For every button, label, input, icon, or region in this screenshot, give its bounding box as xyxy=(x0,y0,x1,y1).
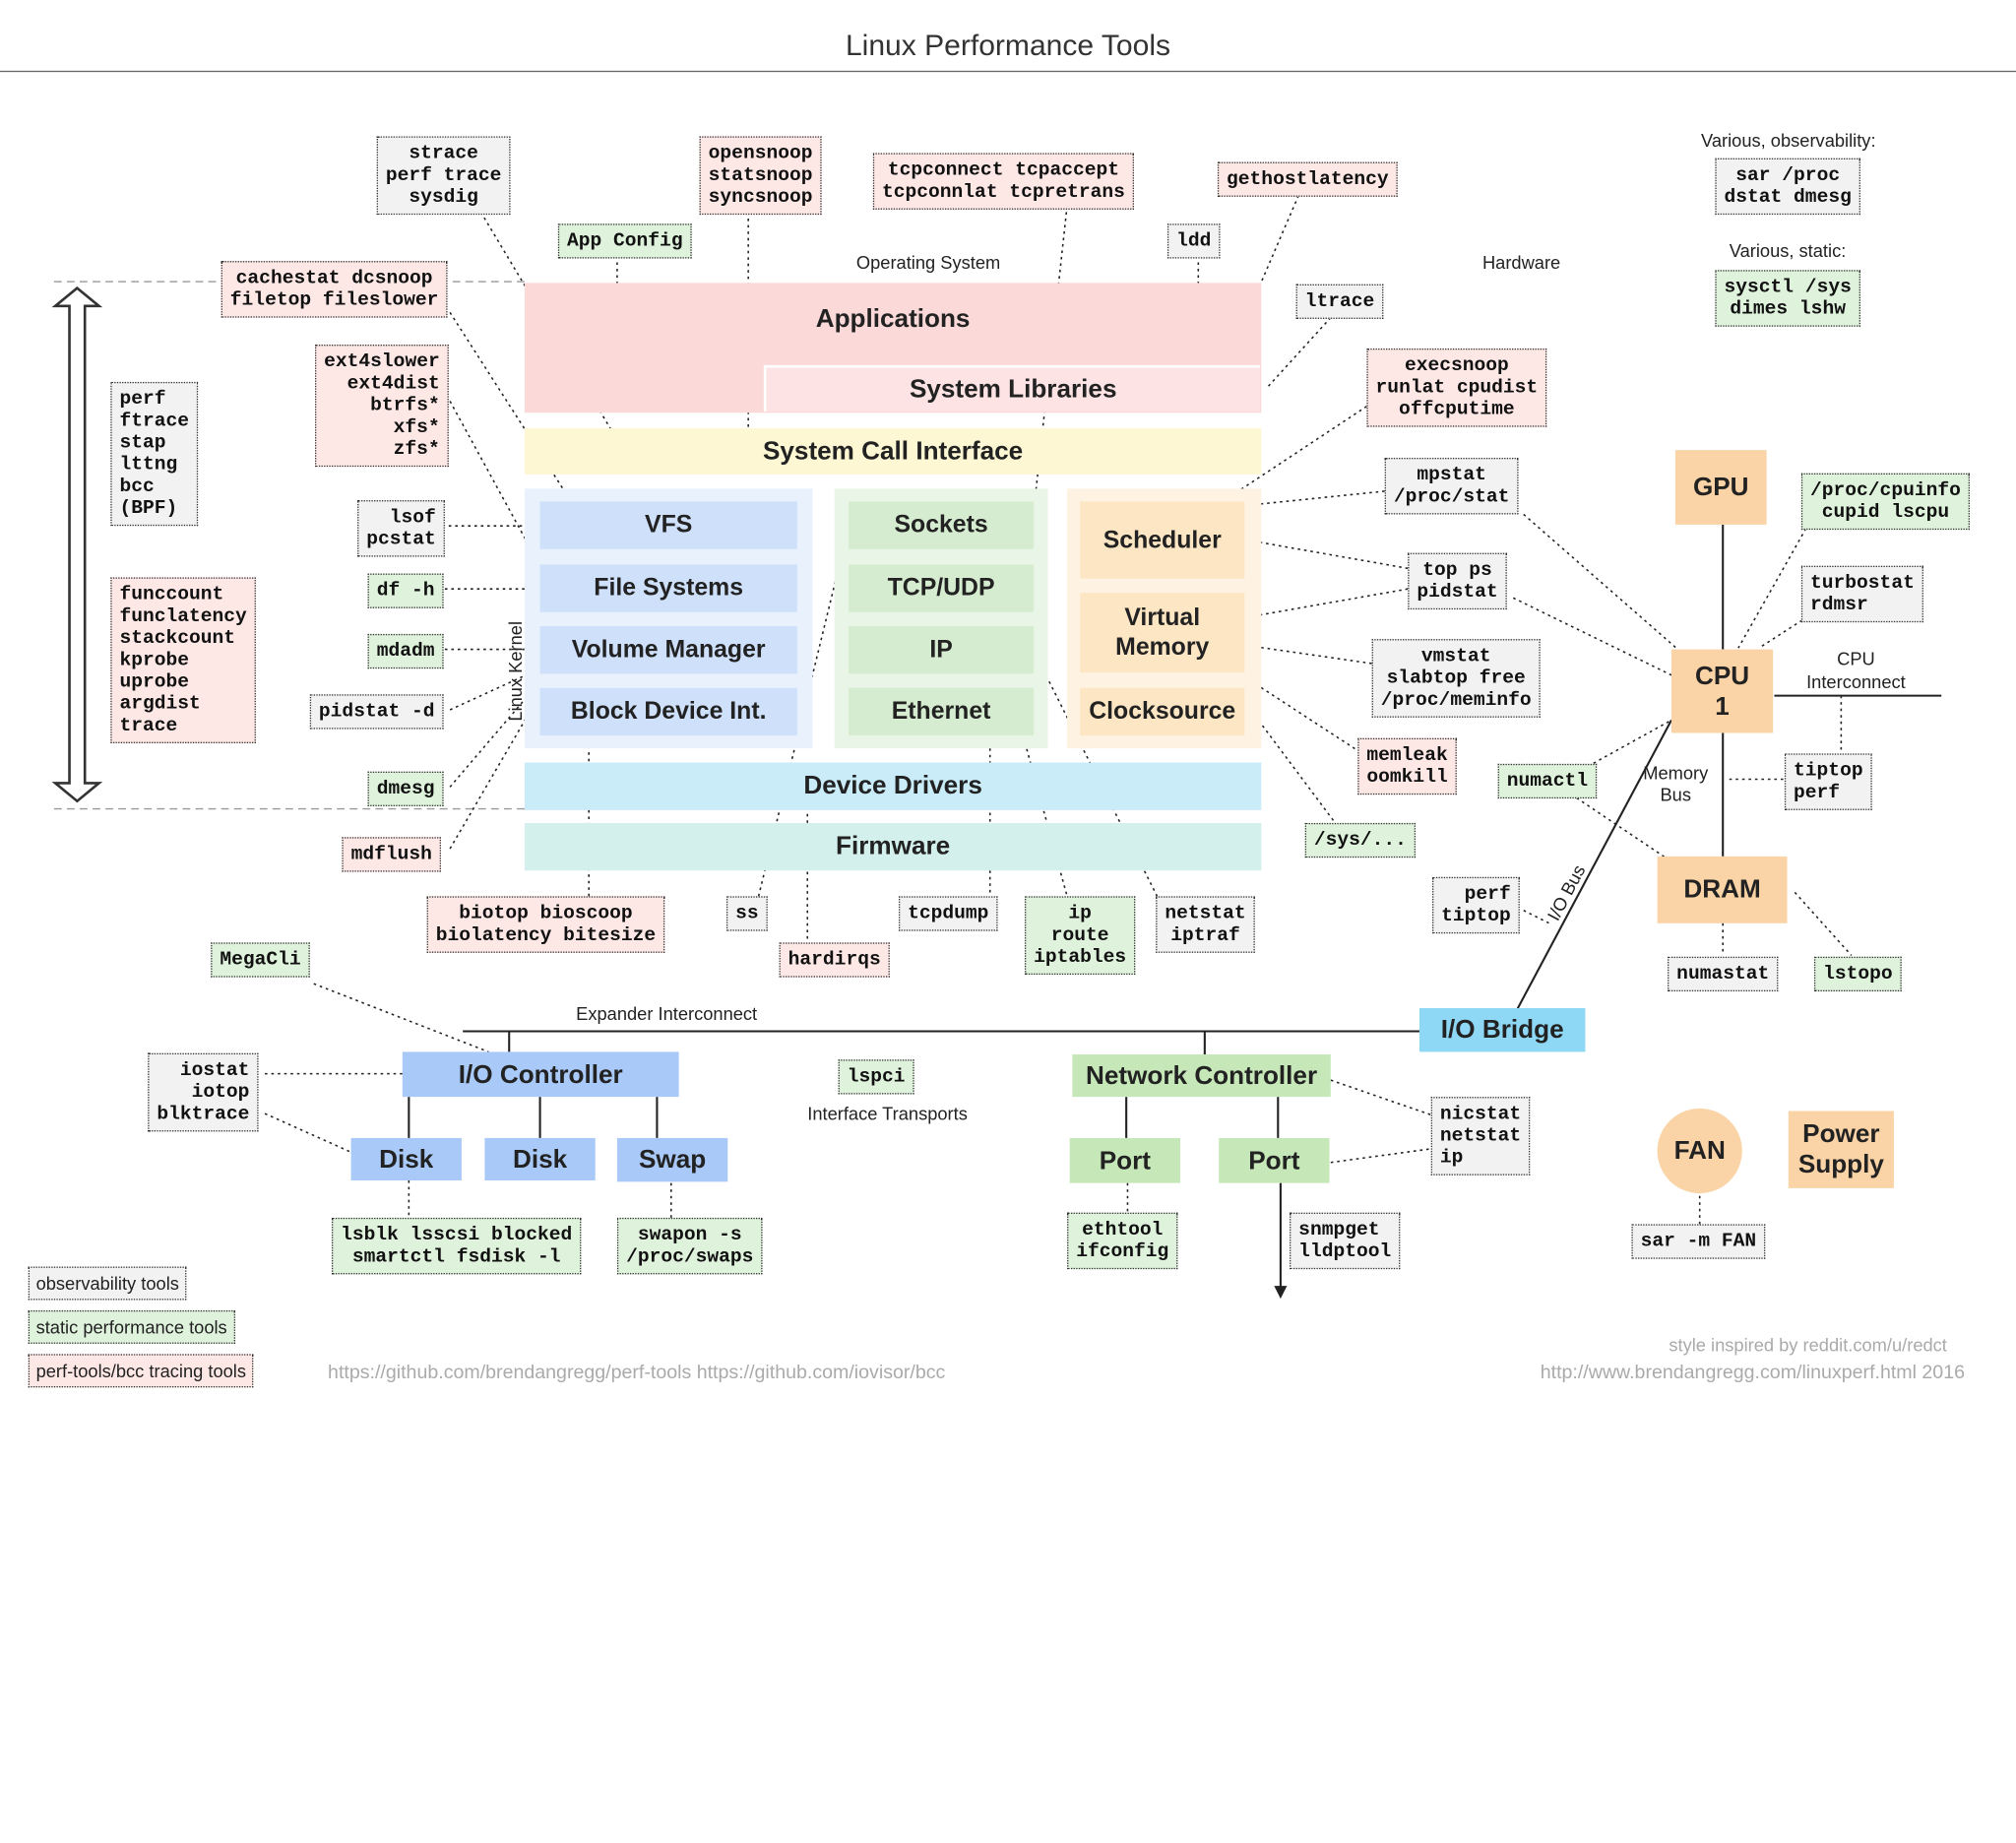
firmware-band: Firmware xyxy=(524,822,1262,871)
swap-box: Swap xyxy=(616,1137,728,1182)
virtual-memory-layer: Virtual Memory xyxy=(1080,593,1245,673)
expander-interconnect-label: Expander Interconnect xyxy=(576,1002,758,1024)
tool-ldd: ldd xyxy=(1166,223,1221,259)
tcp-udp-layer: TCP/UDP xyxy=(849,564,1035,612)
tool-tcpconnect: tcpconnect tcpaccept tcpconnlat tcpretra… xyxy=(872,153,1135,210)
legend-observability: observability tools xyxy=(28,1266,187,1301)
tool-tiptop-perf: tiptop perf xyxy=(1784,753,1872,810)
clocksource-layer: Clocksource xyxy=(1080,687,1245,736)
tool-ss: ss xyxy=(725,896,768,931)
tool-ltrace: ltrace xyxy=(1295,284,1384,319)
dram-box: DRAM xyxy=(1657,856,1788,923)
footer-url-right: http://www.brendangregg.com/linuxperf.ht… xyxy=(1540,1362,1965,1384)
tool-sar-proc: sar /proc dstat dmesg xyxy=(1715,158,1860,216)
tool-funccount: funccount funclatency stackcount kprobe … xyxy=(110,577,256,743)
tool-vmstat: vmstat slabtop free /proc/meminfo xyxy=(1371,639,1541,718)
hardware-label: Hardware xyxy=(1481,252,1561,273)
io-bridge-box: I/O Bridge xyxy=(1418,1008,1586,1052)
ip-layer: IP xyxy=(849,626,1035,674)
gpu-box: GPU xyxy=(1674,450,1767,525)
port-box-2: Port xyxy=(1219,1137,1330,1183)
header-divider xyxy=(0,70,2016,73)
vfs-layer: VFS xyxy=(539,501,797,549)
tool-sar-fan: sar -m FAN xyxy=(1631,1224,1766,1259)
tool-sys: /sys/... xyxy=(1304,822,1417,858)
tool-mdadm: mdadm xyxy=(367,633,444,669)
tool-numastat: numastat xyxy=(1668,956,1779,992)
tool-perf-tiptop: perf tiptop xyxy=(1432,876,1520,934)
cpu-box: CPU 1 xyxy=(1670,649,1774,733)
file-systems-layer: File Systems xyxy=(539,564,797,612)
tool-execsnoop: execsnoop runlat cpudist offcputime xyxy=(1366,348,1547,427)
tool-sysctl: sysctl /sys dimes lshw xyxy=(1715,270,1860,327)
disk-box-2: Disk xyxy=(484,1137,596,1181)
port-box-1: Port xyxy=(1069,1137,1181,1183)
tool-mdflush: mdflush xyxy=(342,837,442,872)
tool-dmesg: dmesg xyxy=(367,771,444,806)
sockets-layer: Sockets xyxy=(849,501,1035,549)
power-supply-box: Power Supply xyxy=(1788,1111,1894,1188)
tool-strace: strace perf trace sysdig xyxy=(376,136,511,216)
tool-ext4slower: ext4slower ext4dist btrfs* xfs* zfs* xyxy=(315,345,449,468)
tool-cachestat: cachestat dcsnoop filetop fileslower xyxy=(220,261,448,318)
tool-ip-route: ip route iptables xyxy=(1024,896,1136,976)
tool-numactl: numactl xyxy=(1497,763,1598,799)
tool-lsblk: lsblk lsscsi blocked smartctl fsdisk -l xyxy=(331,1217,582,1275)
tool-lsof: lsof pcstat xyxy=(357,500,445,557)
system-call-interface: System Call Interface xyxy=(524,427,1262,475)
tool-pidstat-d: pidstat -d xyxy=(309,694,444,730)
block-device-layer: Block Device Int. xyxy=(539,687,797,736)
tool-swapon: swapon -s /proc/swaps xyxy=(616,1217,763,1275)
fan-circle: FAN xyxy=(1657,1108,1742,1194)
tool-netstat: netstat iptraf xyxy=(1156,896,1255,953)
tool-df: df -h xyxy=(367,573,444,608)
tool-turbostat: turbostat rdmsr xyxy=(1800,565,1923,623)
tool-app-config: App Config xyxy=(557,223,692,259)
tool-biotop: biotop bioscoop biolatency bitesize xyxy=(426,896,665,953)
linux-kernel-label: Linux Kernel xyxy=(505,620,527,722)
tool-tcpdump: tcpdump xyxy=(898,896,998,931)
interface-transports-label: Interface Transports xyxy=(807,1103,968,1124)
system-libraries: System Libraries xyxy=(763,364,1260,412)
tool-snmpget: snmpget lldptool xyxy=(1290,1212,1401,1270)
cpu-interconnect-label: CPU Interconnect xyxy=(1806,648,1906,692)
tool-perf-ftrace: perf ftrace stap lttng bcc (BPF) xyxy=(110,381,199,527)
io-controller-box: I/O Controller xyxy=(402,1051,679,1098)
operating-system-label: Operating System xyxy=(855,252,1001,273)
applications-label: Applications xyxy=(815,303,971,333)
scheduler-layer: Scheduler xyxy=(1080,501,1245,579)
volume-manager-layer: Volume Manager xyxy=(539,626,797,674)
legend-tracing: perf-tools/bcc tracing tools xyxy=(28,1354,254,1388)
tool-lspci: lspci xyxy=(838,1059,914,1095)
device-drivers-band: Device Drivers xyxy=(524,762,1262,810)
disk-box-1: Disk xyxy=(350,1137,462,1181)
tool-mpstat: mpstat /proc/stat xyxy=(1384,457,1519,515)
various-static-label: Various, static: xyxy=(1729,240,1847,262)
legend-static: static performance tools xyxy=(28,1309,235,1344)
tool-cpuinfo: /proc/cpuinfo cupid lscpu xyxy=(1800,473,1971,531)
memory-bus-label: Memory Bus xyxy=(1643,762,1709,805)
footer-urls: https://github.com/brendangregg/perf-too… xyxy=(328,1362,946,1384)
network-controller-box: Network Controller xyxy=(1072,1054,1331,1098)
page-title: Linux Performance Tools xyxy=(845,28,1171,62)
tool-hardirqs: hardirqs xyxy=(779,942,890,978)
tool-gethostlatency: gethostlatency xyxy=(1217,161,1398,197)
tool-iostat: iostat iotop blktrace xyxy=(148,1052,259,1132)
footer-credit: style inspired by reddit.com/u/redct xyxy=(1669,1334,1947,1356)
tool-nicstat: nicstat netstat ip xyxy=(1430,1097,1531,1176)
tool-ethtool: ethtool ifconfig xyxy=(1067,1212,1178,1270)
tool-lstopo: lstopo xyxy=(1813,956,1902,992)
various-observability-label: Various, observability: xyxy=(1701,129,1876,151)
ethernet-layer: Ethernet xyxy=(849,687,1035,736)
tool-megacli: MegaCli xyxy=(211,942,310,978)
tool-opensnoop: opensnoop statsnoop syncsnoop xyxy=(699,136,822,216)
tool-memleak: memleak oomkill xyxy=(1357,737,1457,795)
tool-top-ps: top ps pidstat xyxy=(1408,552,1507,610)
